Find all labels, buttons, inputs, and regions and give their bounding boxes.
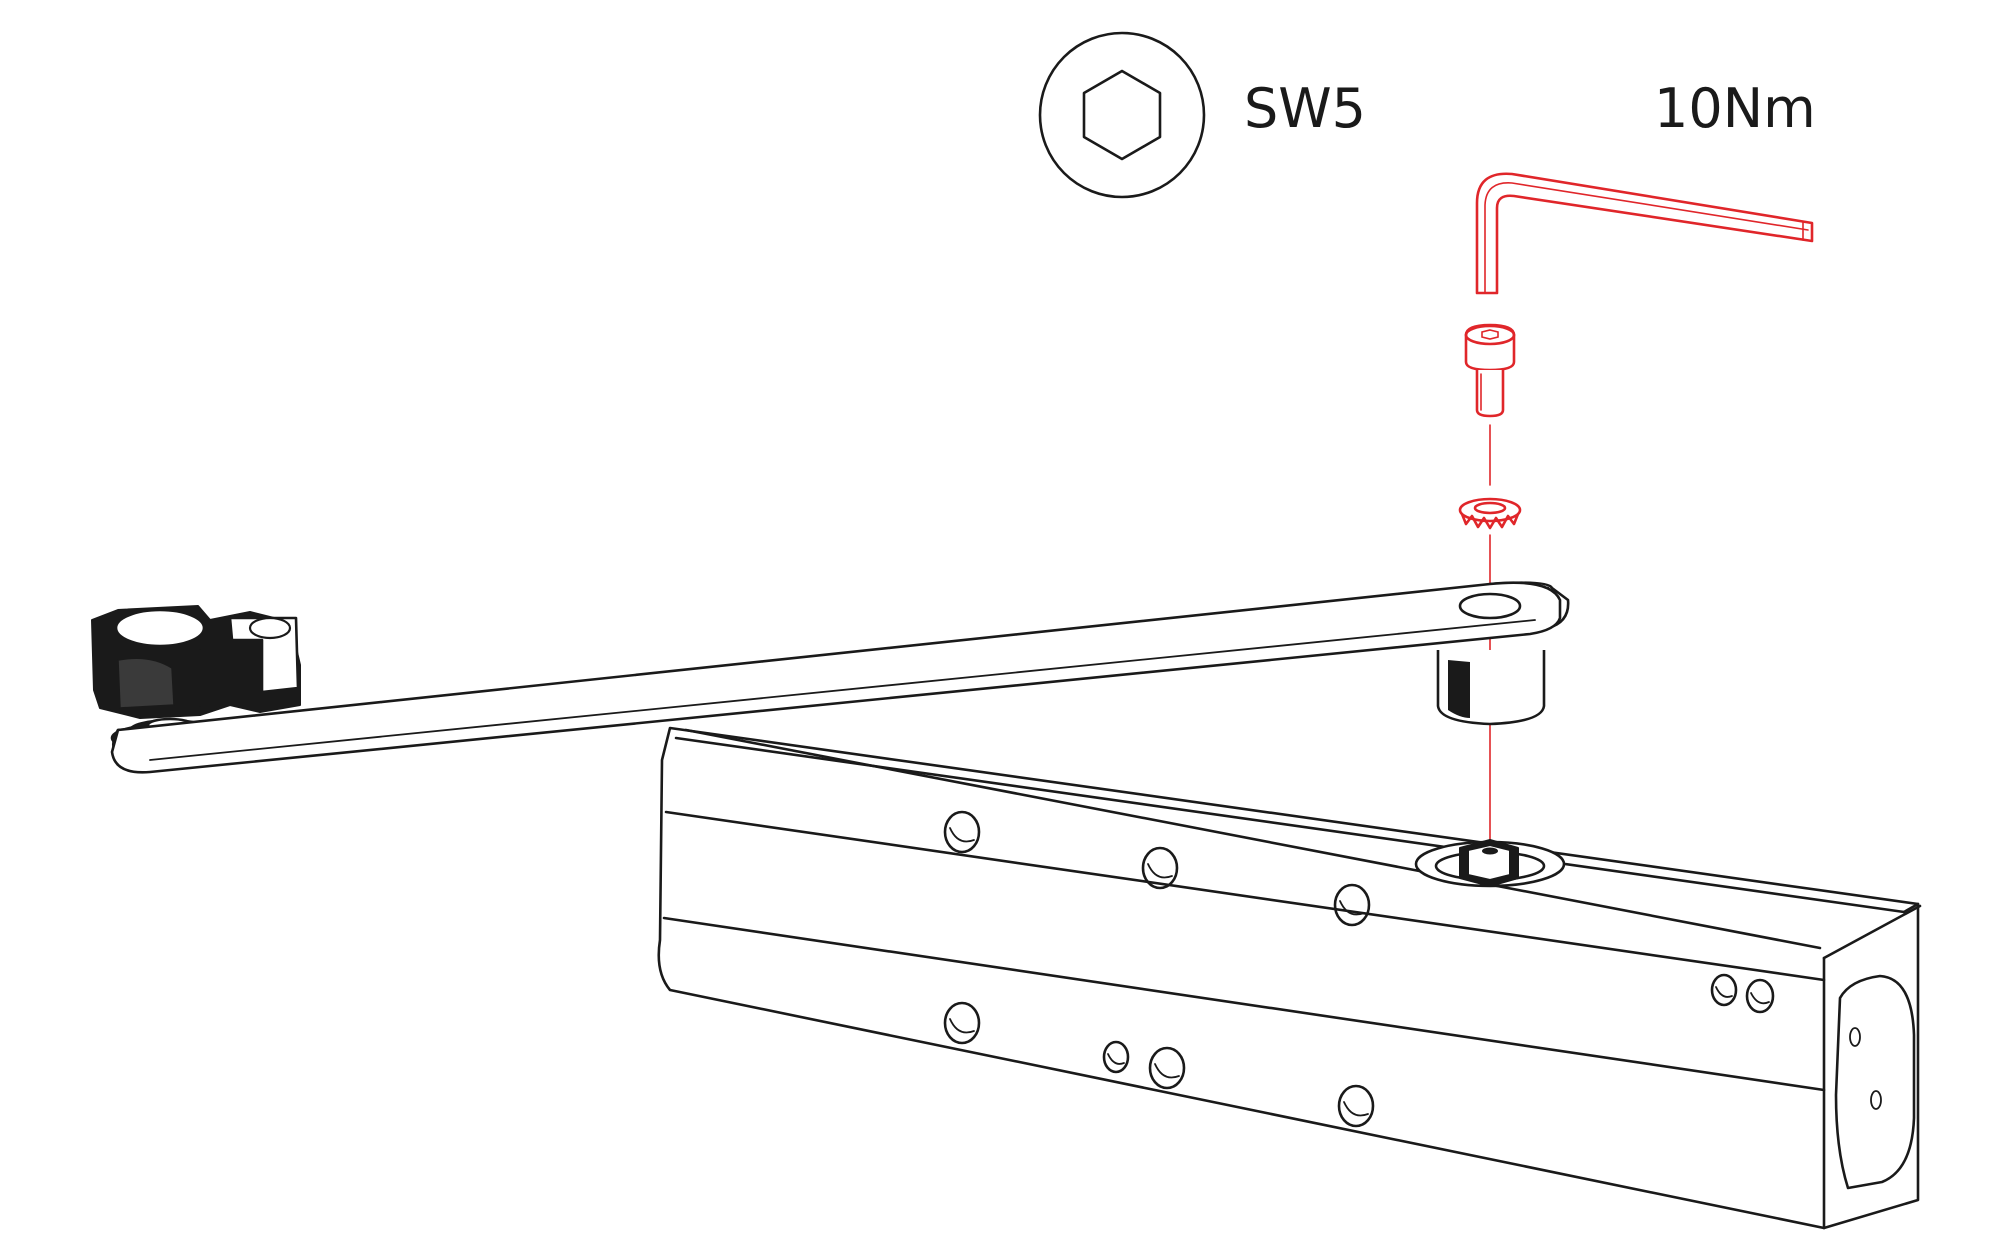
mounting-hole [1333, 883, 1371, 927]
allen-key [1475, 172, 1814, 295]
lock-washer [1458, 497, 1522, 530]
mounting-hole [1148, 1046, 1186, 1090]
adjust-valve [1745, 978, 1775, 1014]
arm-spacer [1436, 650, 1546, 726]
mounting-hole [1102, 1040, 1130, 1074]
arm-bar [110, 581, 1570, 774]
mounting-hole [1337, 1084, 1375, 1128]
output-shaft [1414, 839, 1566, 888]
closer-body [657, 726, 1922, 1230]
arm-clamp [91, 605, 301, 719]
mounting-holes [943, 810, 1775, 1128]
mounting-hole [943, 1001, 981, 1045]
torque-label: 10Nm [1654, 77, 1816, 140]
tool-size-label: SW5 [1244, 77, 1366, 140]
cap-screw [1464, 323, 1516, 418]
mounting-hole [943, 810, 981, 854]
adjust-valve [1710, 973, 1738, 1007]
hex-socket-icon [1038, 31, 1206, 199]
mounting-hole [1141, 846, 1179, 890]
